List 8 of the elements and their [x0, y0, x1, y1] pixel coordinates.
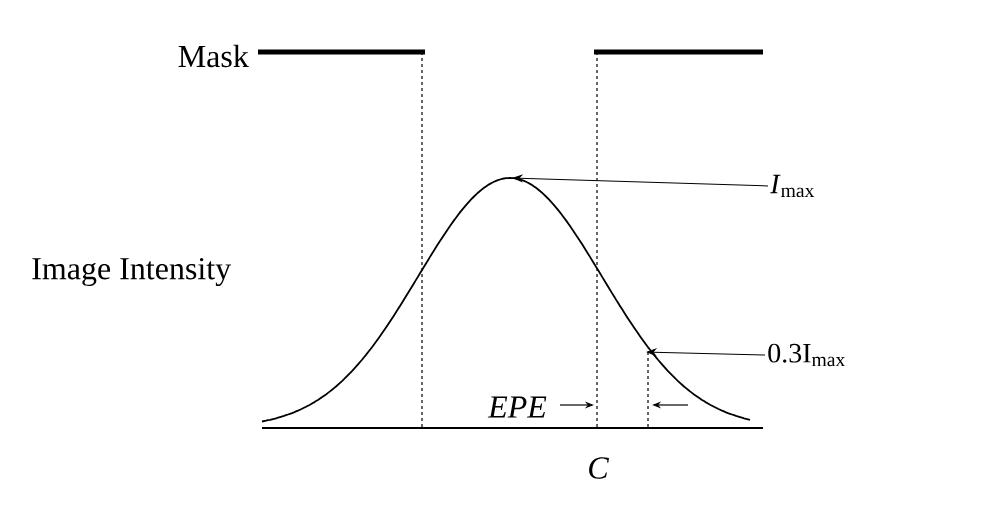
- text-label: Mask: [178, 44, 249, 68]
- leader-line: [512, 174, 769, 187]
- curve-label: I$_{max}$: [770, 174, 815, 198]
- leader-line: [646, 348, 766, 356]
- curve-label: 0.3I$_{max}$: [768, 343, 846, 367]
- text-label: Image Intensity: [32, 257, 232, 287]
- text-label: C: [589, 457, 609, 479]
- text-label: EPE: [487, 396, 547, 418]
